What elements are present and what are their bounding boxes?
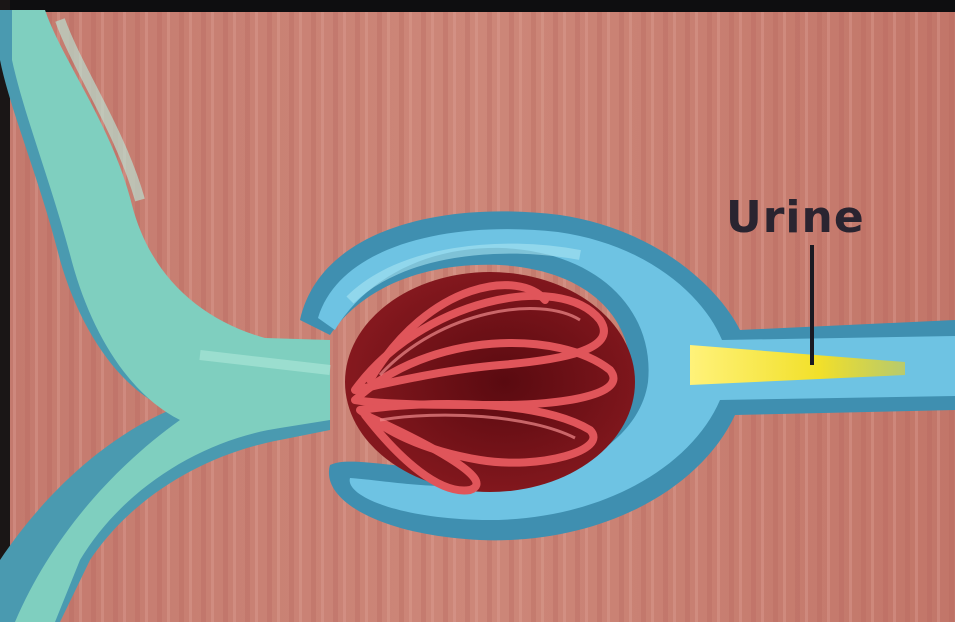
urine-label: Urine <box>726 192 865 243</box>
top-border <box>0 0 955 12</box>
glomerulus <box>345 272 635 492</box>
